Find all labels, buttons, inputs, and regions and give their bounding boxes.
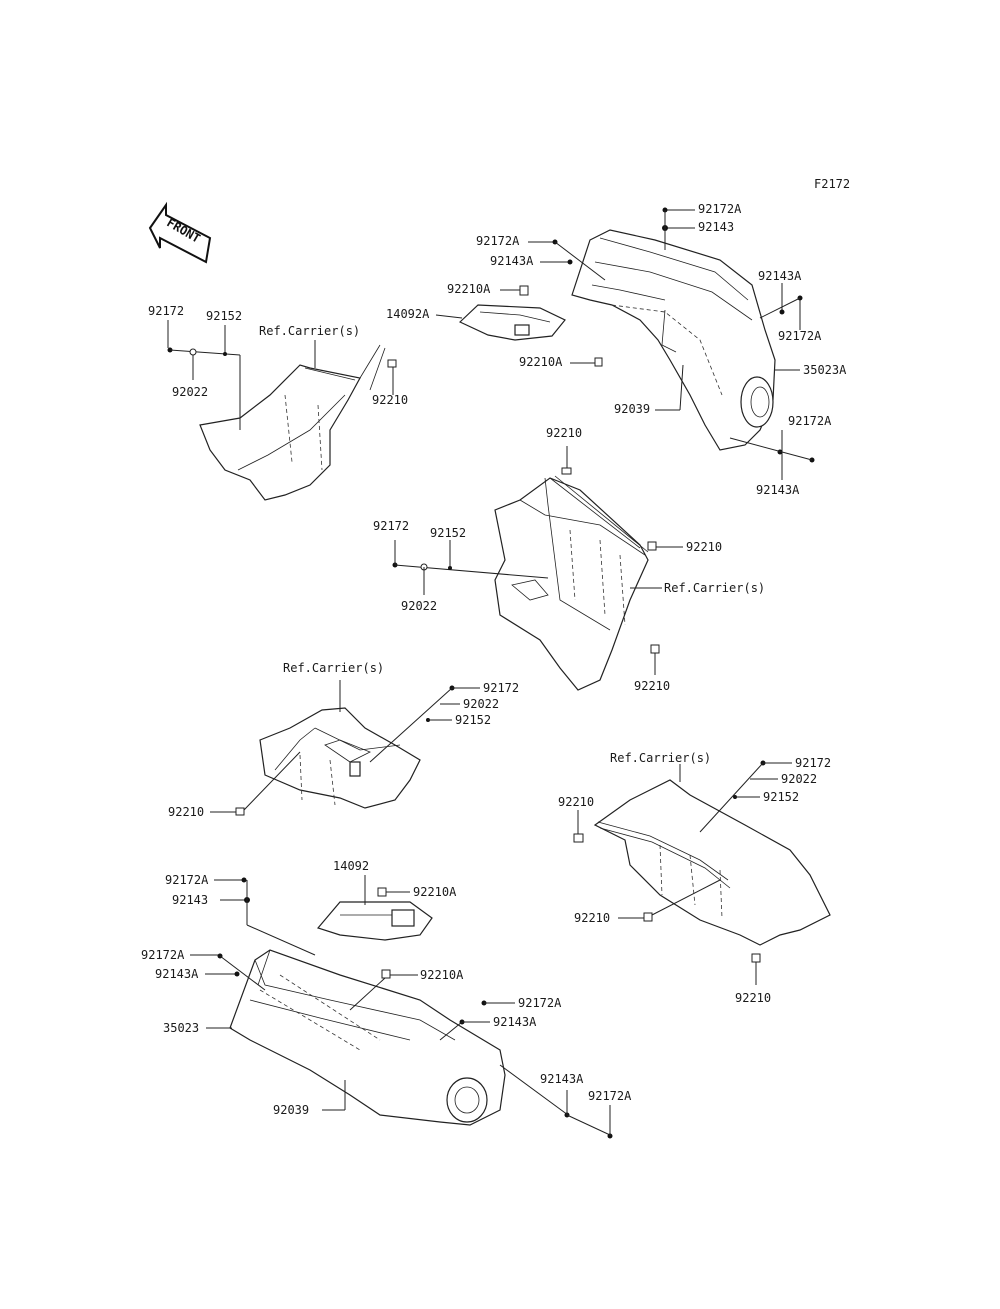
label-ref-carrier: Ref.Carrier(s) [259, 324, 360, 338]
label-92172: 92172 [795, 756, 831, 770]
bottom-left-leaders [190, 875, 613, 1139]
middle-right-carrier [593, 779, 831, 946]
label-92172: 92172 [483, 681, 519, 695]
middle-left-leaders [210, 680, 480, 816]
label-92172: 92172 [373, 519, 409, 533]
label-92210: 92210 [735, 991, 771, 1005]
label-14092: 14092 [333, 859, 369, 873]
mudguard-14092 [316, 901, 433, 941]
label-92143A: 92143A [155, 967, 199, 981]
label-ref-carrier: Ref.Carrier(s) [610, 751, 711, 765]
label-92022: 92022 [172, 385, 208, 399]
label-14092A: 14092A [386, 307, 430, 321]
top-left-leaders [167, 320, 397, 430]
label-92022: 92022 [781, 772, 817, 786]
label-92210: 92210 [546, 426, 582, 440]
label-92172A: 92172A [518, 996, 562, 1010]
mudguard-14092A [458, 304, 566, 341]
label-92210A: 92210A [420, 968, 464, 982]
middle-left-carrier [259, 707, 421, 809]
label-92172: 92172 [148, 304, 184, 318]
rear-fender-assembly [229, 949, 506, 1126]
label-92143A: 92143A [758, 269, 802, 283]
label-92210: 92210 [686, 540, 722, 554]
label-92210: 92210 [558, 795, 594, 809]
label-92143: 92143 [698, 220, 734, 234]
label-92039: 92039 [614, 402, 650, 416]
label-92143A: 92143A [493, 1015, 537, 1029]
label-92143: 92143 [172, 893, 208, 907]
label-92022: 92022 [463, 697, 499, 711]
label-92210: 92210 [634, 679, 670, 693]
label-92172A: 92172A [476, 234, 520, 248]
label-92172A: 92172A [778, 329, 822, 343]
label-92172A: 92172A [165, 873, 209, 887]
label-92152: 92152 [430, 526, 466, 540]
label-ref-carrier: Ref.Carrier(s) [283, 661, 384, 675]
label-92143A: 92143A [756, 483, 800, 497]
figure-code: F2172 [814, 177, 850, 191]
label-35023A: 35023A [803, 363, 847, 377]
front-arrow-icon: FRONT [148, 201, 212, 264]
label-92210: 92210 [372, 393, 408, 407]
label-92152: 92152 [455, 713, 491, 727]
label-92210A: 92210A [447, 282, 491, 296]
label-92143A: 92143A [540, 1072, 584, 1086]
label-ref-carrier: Ref.Carrier(s) [664, 581, 765, 595]
front-fender-assembly [571, 229, 776, 451]
label-92143A: 92143A [490, 254, 534, 268]
label-92172A: 92172A [141, 948, 185, 962]
center-leaders [392, 446, 683, 675]
label-92039: 92039 [273, 1103, 309, 1117]
label-92152: 92152 [206, 309, 242, 323]
label-92210: 92210 [168, 805, 204, 819]
label-92210A: 92210A [413, 885, 457, 899]
label-92172A: 92172A [698, 202, 742, 216]
label-92210A: 92210A [519, 355, 563, 369]
top-right-leaders [435, 207, 815, 480]
label-92172A: 92172A [788, 414, 832, 428]
label-92022: 92022 [401, 599, 437, 613]
top-left-carrier [199, 344, 386, 501]
label-35023: 35023 [163, 1021, 199, 1035]
label-92152: 92152 [763, 790, 799, 804]
label-92210: 92210 [574, 911, 610, 925]
center-carrier [494, 475, 649, 691]
label-92172A: 92172A [588, 1089, 632, 1103]
middle-right-leaders [573, 760, 792, 985]
